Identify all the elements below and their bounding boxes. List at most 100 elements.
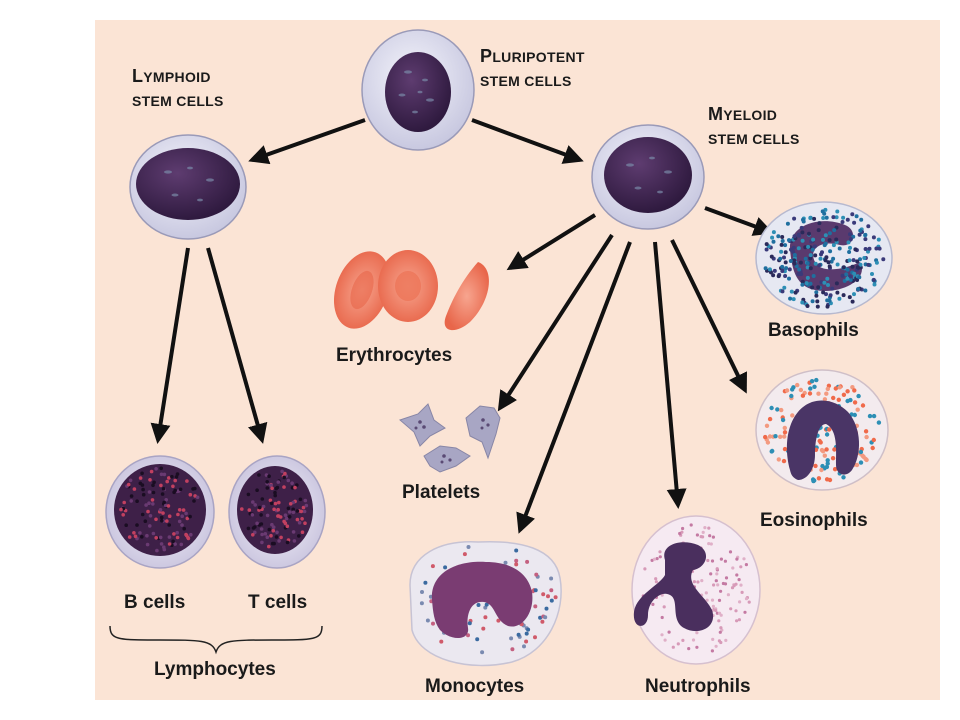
granule xyxy=(788,296,793,301)
granule xyxy=(850,264,855,269)
granule xyxy=(851,258,856,263)
granule xyxy=(881,257,886,262)
granule xyxy=(277,500,281,505)
granule xyxy=(132,531,136,535)
pluripotent-label-rest: LURIPOTENT xyxy=(492,49,585,65)
granule xyxy=(466,545,471,549)
granule xyxy=(772,268,777,273)
granule xyxy=(825,458,830,463)
granule xyxy=(643,567,647,571)
granule xyxy=(769,449,774,454)
granule xyxy=(817,263,822,268)
granule xyxy=(769,254,774,259)
granule xyxy=(154,536,158,540)
granule xyxy=(792,234,797,239)
granule xyxy=(695,645,699,649)
granule xyxy=(301,505,306,510)
granule xyxy=(171,484,175,489)
granule xyxy=(805,304,810,308)
granule xyxy=(533,635,537,640)
lymphoid-label-line2: STEM CELLS xyxy=(132,93,224,109)
granule xyxy=(780,417,786,423)
granule xyxy=(297,534,301,538)
granule xyxy=(681,526,685,531)
monocyte-icon xyxy=(409,540,562,667)
granule xyxy=(718,630,722,634)
granule xyxy=(763,434,768,440)
granule xyxy=(151,483,155,488)
granule xyxy=(813,463,818,469)
granule xyxy=(796,232,801,237)
granule xyxy=(827,264,832,269)
granule xyxy=(825,461,830,466)
granule xyxy=(840,220,845,224)
granule xyxy=(149,469,154,474)
basophils-label: Basophils xyxy=(768,320,859,341)
myeloid-label-cap: M xyxy=(708,104,724,124)
granule xyxy=(858,262,863,267)
granule xyxy=(808,386,813,391)
granule xyxy=(699,535,703,539)
granule xyxy=(775,407,780,412)
granule xyxy=(769,405,774,411)
granule xyxy=(763,266,768,271)
granule xyxy=(844,272,849,277)
granule xyxy=(771,239,776,244)
granule xyxy=(866,262,871,267)
granule xyxy=(852,271,857,276)
granule xyxy=(805,265,810,270)
granule xyxy=(783,274,788,278)
granule xyxy=(707,542,711,546)
granule xyxy=(164,498,168,502)
granule xyxy=(287,510,292,514)
granule xyxy=(831,395,836,401)
granule xyxy=(163,503,168,508)
granule xyxy=(735,619,739,623)
granule xyxy=(782,430,788,435)
granule xyxy=(654,577,658,581)
granule xyxy=(145,533,149,538)
granule xyxy=(162,472,167,477)
granule xyxy=(282,475,287,480)
granule xyxy=(810,247,815,252)
arrow-to-monocytes xyxy=(516,241,632,534)
granule xyxy=(852,400,858,405)
granule xyxy=(538,615,543,620)
granule xyxy=(811,237,816,242)
granule xyxy=(696,580,700,584)
granule xyxy=(257,473,261,477)
granule xyxy=(291,510,296,515)
granule xyxy=(853,247,858,252)
granule xyxy=(549,588,554,593)
granule xyxy=(783,250,788,255)
granule xyxy=(728,550,733,554)
granule xyxy=(140,512,145,517)
granule xyxy=(175,472,180,476)
granule xyxy=(827,427,832,432)
granule xyxy=(850,212,855,217)
granule xyxy=(836,397,841,402)
granule xyxy=(800,238,805,243)
granule xyxy=(711,535,716,539)
pluripotent-label: PLURIPOTENT STEM CELLS xyxy=(480,44,585,93)
granule xyxy=(165,479,169,484)
granule xyxy=(240,507,244,511)
pluripotent-label-line2: STEM CELLS xyxy=(480,73,572,89)
granule xyxy=(765,440,771,445)
granule xyxy=(250,513,255,517)
granule xyxy=(812,384,817,389)
granule xyxy=(773,434,778,439)
granule xyxy=(767,416,773,422)
granule xyxy=(419,601,424,606)
granule xyxy=(808,216,813,220)
granule xyxy=(188,514,192,519)
arrow-to-basophils xyxy=(704,206,774,236)
granule xyxy=(704,591,708,595)
granule xyxy=(782,434,787,439)
granule xyxy=(847,250,852,254)
granule xyxy=(483,615,488,620)
granule xyxy=(462,552,467,557)
granule xyxy=(276,507,281,512)
granule xyxy=(841,475,846,480)
granule xyxy=(827,231,832,236)
